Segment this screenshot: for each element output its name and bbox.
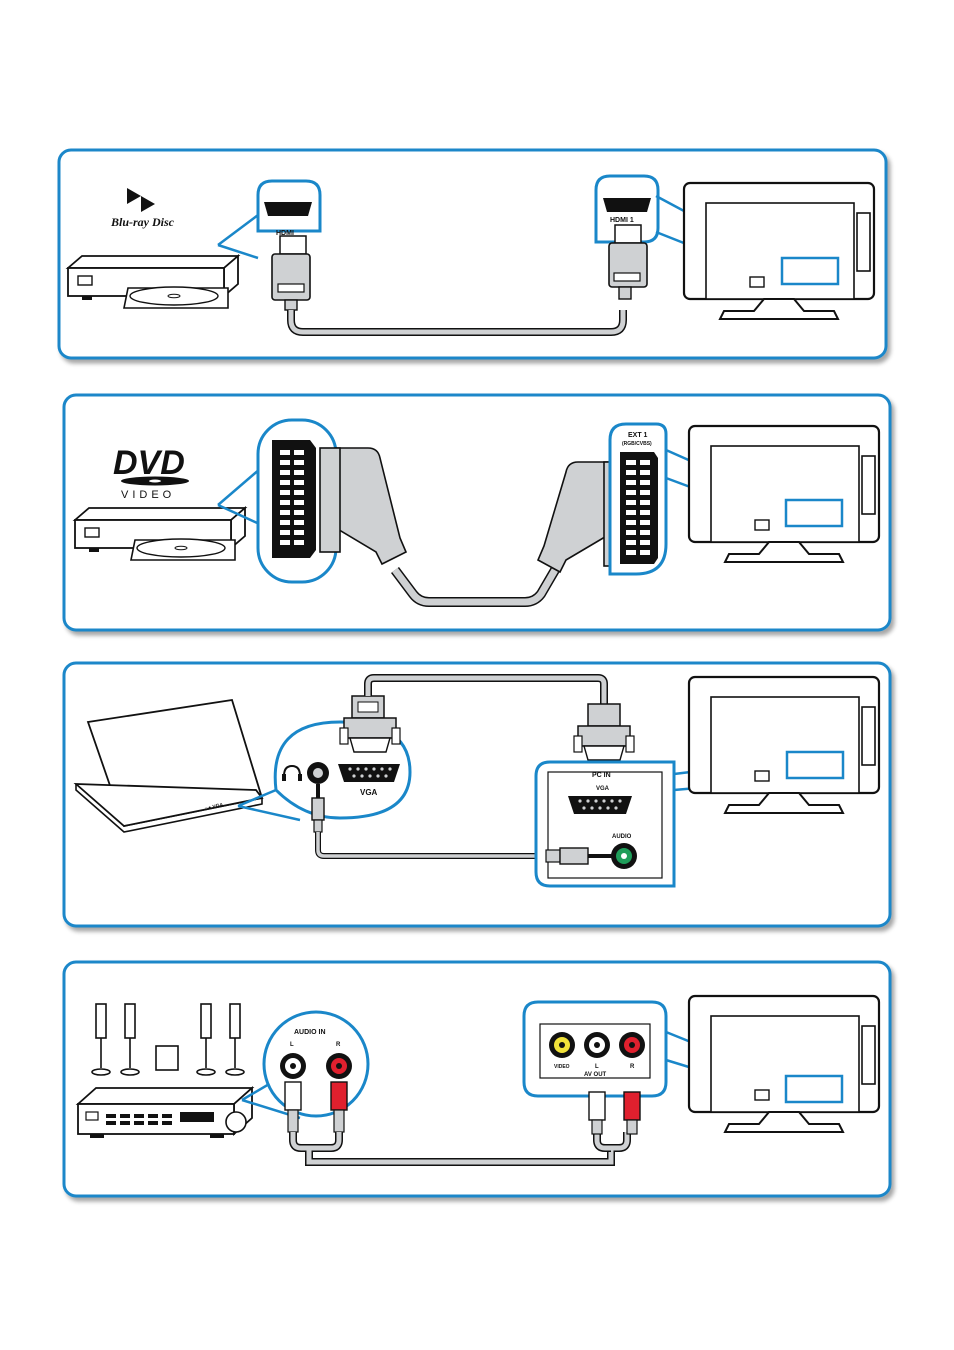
dvd-logo: DVD VIDEO — [113, 444, 189, 501]
tv-port-highlight — [784, 1074, 844, 1104]
speaker-icons — [91, 1003, 245, 1076]
tv-ext1-sub: (RGB/CVBS) — [622, 441, 652, 447]
vga-plug-left — [339, 695, 401, 753]
tv-vga-port — [568, 796, 632, 814]
laptop-vga-port — [338, 764, 400, 782]
laptop-edge-label: ∩● VGA — [204, 802, 224, 812]
scart-socket-right — [620, 452, 658, 564]
av-out-label: AV OUT — [584, 1072, 607, 1078]
av-out-video-label: VIDEO — [554, 1064, 570, 1070]
tv-port-highlight — [784, 498, 844, 528]
dvd-logo-sub: VIDEO — [121, 489, 175, 501]
tv-icon — [682, 181, 876, 321]
tv-icon — [687, 675, 881, 815]
source-hdmi-label: HDMI — [276, 230, 294, 237]
vga-plug-right — [573, 703, 635, 761]
hdmi-plug-left — [271, 235, 311, 311]
headphone-icon — [282, 764, 302, 781]
scart-plug-left — [335, 447, 408, 566]
tv-port-highlight — [780, 256, 840, 286]
audio-plug-right — [545, 847, 612, 865]
rca-plug-left-white — [284, 1081, 302, 1133]
scart-socket-left — [272, 440, 316, 558]
tv-hdmi1-label: HDMI 1 — [610, 217, 634, 224]
panel-frame — [62, 960, 892, 1198]
panel-scart: DVD VIDEO E — [62, 393, 892, 632]
av-receiver-icon — [75, 1085, 255, 1138]
tv-audio-label: AUDIO — [612, 834, 632, 840]
laptop-icon: ∩● VGA — [73, 698, 264, 833]
audio-plug-left — [311, 784, 325, 833]
tv-icon — [687, 424, 881, 564]
scart-plug-right — [536, 461, 611, 574]
panel-vga: ∩● VGA VGA — [62, 661, 892, 928]
laptop-vga-label: VGA — [360, 788, 378, 797]
hdmi-plug-right — [608, 224, 648, 300]
tv-ext1-label: EXT 1 — [628, 432, 648, 439]
audio-in-label: AUDIO IN — [294, 1029, 326, 1036]
av-out-r-label: R — [630, 1064, 635, 1070]
rca-plug-right-red — [623, 1091, 641, 1135]
dvd-logo-text: DVD — [113, 444, 185, 482]
bluray-logo-text: Blu-ray Disc — [110, 215, 175, 229]
bluray-logo: Blu-ray Disc — [110, 188, 175, 229]
av-out-l-label: L — [595, 1064, 599, 1070]
audio-in-r: R — [336, 1042, 341, 1048]
panel-rca: AUDIO IN L R VIDEO L R AV OUT — [62, 960, 892, 1198]
tv-pcin-label: PC IN — [592, 772, 611, 779]
rca-plug-left-red — [330, 1081, 348, 1133]
tv-port-highlight — [785, 750, 845, 780]
panel-hdmi: Blu-ray Disc HDMI HDMI 1 — [57, 148, 888, 360]
tv-vga-label: VGA — [596, 786, 610, 792]
audio-in-l: L — [290, 1042, 294, 1048]
rca-plug-right-white — [588, 1091, 606, 1135]
panel-frame — [62, 661, 892, 928]
tv-icon — [687, 994, 881, 1134]
